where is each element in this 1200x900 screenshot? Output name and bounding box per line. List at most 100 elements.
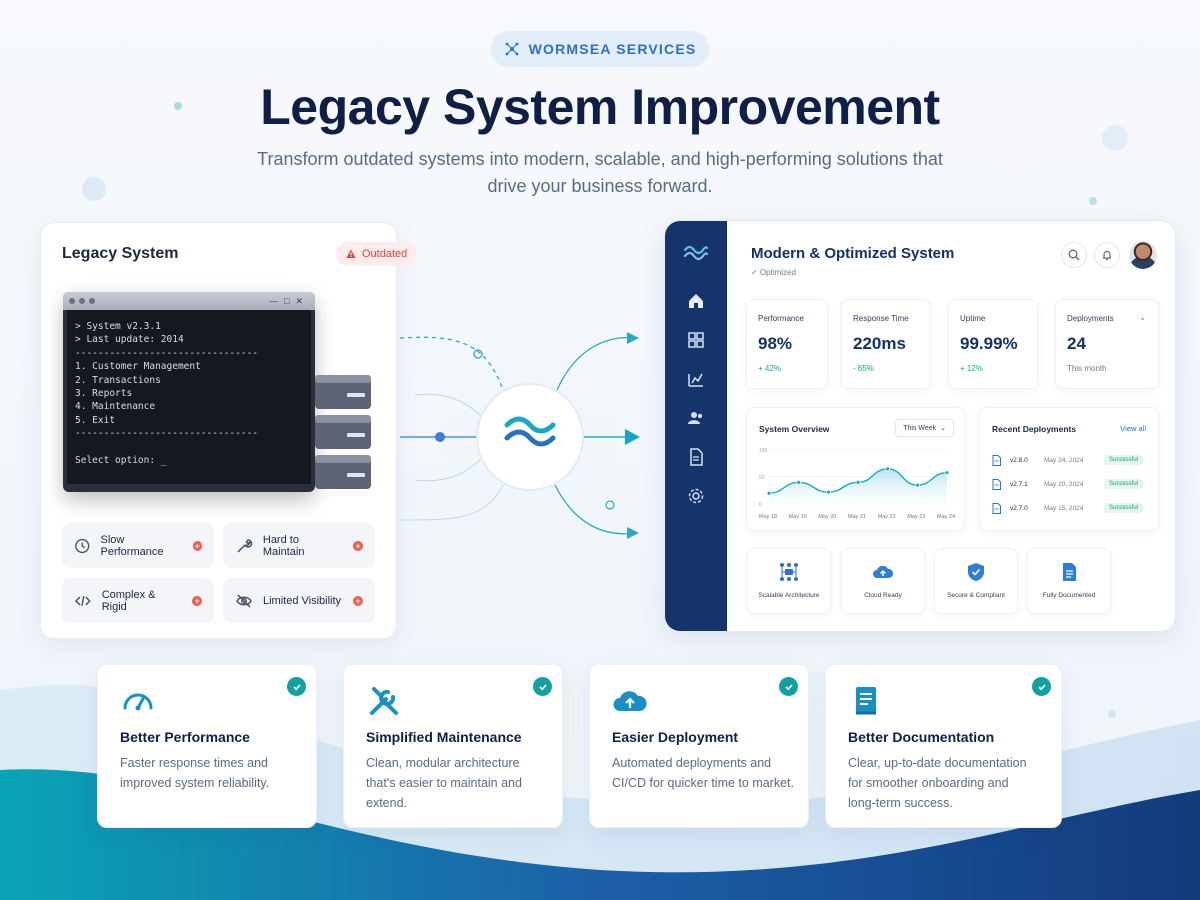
window-dot-icon: [79, 298, 85, 304]
search-button[interactable]: [1061, 242, 1087, 268]
grid-icon[interactable]: [686, 330, 706, 350]
issue-label: Limited Visibility: [263, 594, 342, 607]
deployment-date: May 20, 2024: [1044, 480, 1084, 488]
x-tick-label: May 21: [848, 514, 866, 520]
document-icon: [992, 502, 1001, 514]
legacy-system-card: Legacy System Outdated —□✕ > System v2.3…: [40, 222, 418, 639]
tools-icon: [370, 687, 398, 715]
window-dot-icon: [89, 298, 95, 304]
network-icon: [505, 42, 519, 56]
stat-value: 220ms: [853, 334, 906, 353]
cloud-upload-icon: [613, 691, 647, 711]
deployments-title: Recent Deployments: [992, 424, 1077, 434]
stat-change: - 65%: [853, 364, 874, 373]
view-all-link[interactable]: View all: [1120, 424, 1146, 433]
y-tick-label: 100: [759, 448, 768, 454]
check-icon: [779, 677, 798, 696]
document-icon[interactable]: [686, 447, 706, 467]
deployment-date: May 15, 2024: [1044, 504, 1084, 512]
status-badge: Successful: [1104, 455, 1144, 465]
x-tick-label: May 23: [907, 514, 925, 520]
data-point[interactable]: [914, 482, 920, 488]
page-title: Legacy System Improvement: [260, 79, 940, 135]
status-badge: Successful: [1104, 479, 1144, 489]
deployment-row[interactable]: v2.7.1 May 20, 2024 Successful: [992, 476, 1146, 492]
terminal-titlebar: —□✕: [63, 292, 315, 310]
dashboard-subtitle-text: Optimized: [759, 268, 796, 277]
data-point[interactable]: [766, 490, 772, 496]
feature-label: Cloud Ready: [864, 592, 902, 599]
document-icon: [1063, 563, 1076, 581]
server-rack-icon: [315, 375, 371, 489]
benefit-description: Automated deployments and CI/CD for quic…: [612, 756, 794, 790]
range-select[interactable]: This Week ⌄: [895, 419, 954, 437]
benefit-better-documentation: Better Documentation Clear, up-to-date d…: [825, 664, 1062, 828]
stat-change: + 12%: [960, 364, 983, 373]
clock-icon: [75, 538, 90, 553]
settings-gear-icon[interactable]: [686, 486, 706, 506]
data-point[interactable]: [885, 466, 891, 472]
x-tick-label: May 20: [818, 514, 836, 520]
data-point[interactable]: [944, 470, 950, 476]
services-badge: WORMSEA SERVICES: [491, 31, 709, 67]
feature-label: Fully Documented: [1042, 592, 1096, 599]
eye-off-icon: [236, 593, 252, 608]
benefit-title: Easier Deployment: [612, 729, 739, 745]
stat-label: Performance: [758, 314, 804, 323]
data-point[interactable]: [855, 480, 861, 485]
benefit-description: Clean, modular architecture that's easie…: [366, 756, 522, 810]
document-icon: [992, 478, 1001, 490]
dashboard-subtitle: ✓ Optimized: [751, 268, 796, 277]
deployment-row[interactable]: v2.7.0 May 15, 2024 Successful: [992, 500, 1146, 516]
warning-icon: [346, 249, 356, 258]
users-icon[interactable]: [686, 408, 706, 428]
chevron-down-icon: ⌄: [940, 425, 946, 432]
x-tick-label: May 24: [937, 514, 955, 520]
chevron-down-icon[interactable]: ⌄: [1139, 313, 1146, 322]
dashboard-sidebar: [665, 221, 727, 631]
outdated-badge: Outdated: [336, 242, 418, 266]
window-dot-icon: [69, 298, 75, 304]
search-icon: [1068, 249, 1080, 261]
issue-label: Hard to Maintain: [262, 533, 305, 558]
legacy-terminal-window: —□✕ > System v2.3.1 > Last update: 2014 …: [63, 292, 315, 492]
document-icon: [992, 454, 1001, 466]
issue-slow-performance: Slow Performance +: [62, 523, 214, 568]
data-point[interactable]: [796, 480, 802, 485]
stat-uptime: Uptime 99.99% + 12%: [948, 299, 1038, 389]
benefit-simplified-maintenance: Simplified Maintenance Clean, modular ar…: [343, 664, 563, 828]
notifications-button[interactable]: [1094, 242, 1120, 268]
stat-performance: Performance 98% + 42%: [746, 299, 828, 389]
recent-deployments-panel: Recent Deployments View all v2.8.0 May 2…: [979, 407, 1159, 531]
status-badge: Successful: [1104, 503, 1144, 513]
legacy-card-title: Legacy System: [62, 245, 179, 262]
benefit-better-performance: Better Performance Faster response times…: [97, 664, 317, 828]
plus-icon: +: [353, 595, 363, 606]
deployment-row[interactable]: v2.8.0 May 24, 2024 Successful: [992, 452, 1146, 468]
benefit-title: Better Performance: [120, 729, 250, 745]
benefit-title: Simplified Maintenance: [366, 729, 522, 745]
outdated-badge-label: Outdated: [362, 248, 408, 260]
home-icon[interactable]: [686, 291, 706, 311]
analytics-icon[interactable]: [686, 369, 706, 389]
check-icon: [1032, 677, 1051, 696]
deployment-version: v2.8.0: [1010, 456, 1028, 464]
feature-cloud-ready: Cloud Ready: [841, 548, 925, 614]
user-avatar[interactable]: [1129, 241, 1157, 269]
plus-icon: +: [192, 540, 202, 551]
stat-change: + 42%: [758, 364, 781, 373]
benefit-description: Clear, up-to-date documentation for smoo…: [848, 756, 1027, 810]
range-select-label: This Week: [903, 424, 937, 432]
modern-system-dashboard: Modern & Optimized System ✓ Optimized Pe…: [664, 220, 1176, 632]
optimized-check-icon: ✓: [751, 268, 760, 277]
data-point[interactable]: [825, 489, 831, 495]
deployment-version: v2.7.0: [1010, 504, 1028, 512]
stat-value: 98%: [758, 334, 793, 353]
book-icon: [856, 687, 876, 715]
issue-limited-visibility: Limited Visibility +: [223, 578, 375, 623]
issue-label: Complex & Rigid: [101, 588, 156, 613]
stat-response-time: Response Time 220ms - 65%: [841, 299, 931, 389]
window-controls-icon: —□✕: [269, 295, 309, 306]
benefit-title: Better Documentation: [848, 729, 995, 745]
